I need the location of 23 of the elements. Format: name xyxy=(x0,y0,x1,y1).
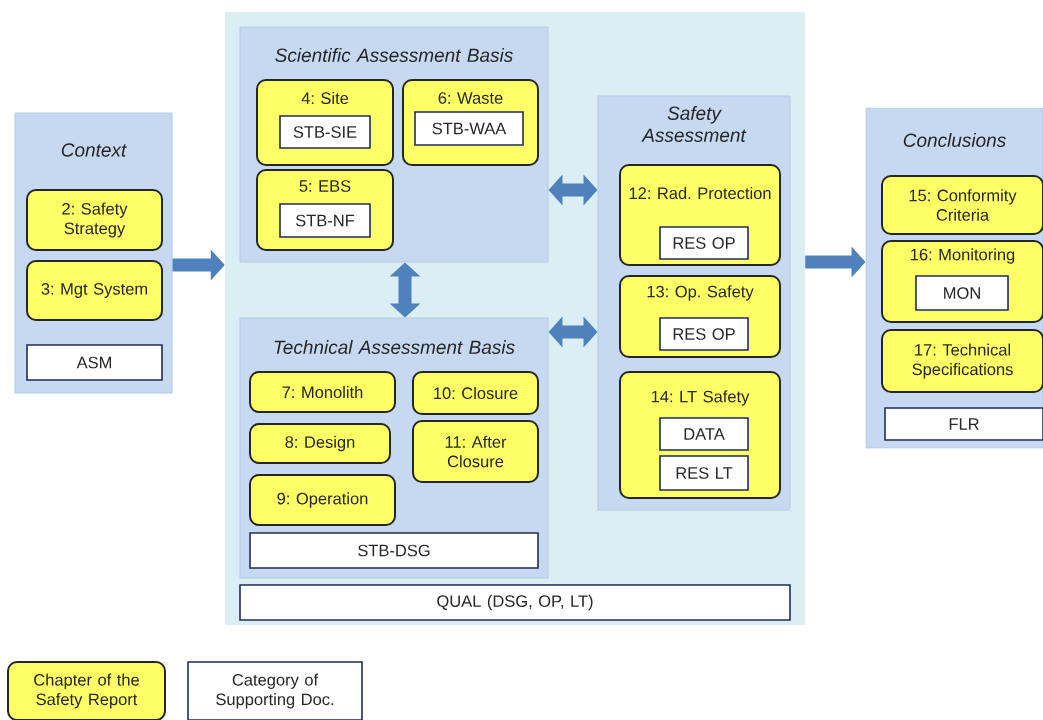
chapter-box: 8: Design xyxy=(249,423,391,464)
legend-item: Category of Supporting Doc. xyxy=(187,661,363,720)
document-box: MON xyxy=(915,275,1009,311)
document-box: RES OP xyxy=(659,317,749,351)
document-box: QUAL (DSG, OP, LT) xyxy=(239,584,791,621)
document-box: RES OP xyxy=(659,226,749,260)
document-box: DATA xyxy=(659,417,749,451)
document-box: RES LT xyxy=(659,455,749,491)
document-box: STB-SIE xyxy=(279,115,371,149)
chapter-box: 7: Monolith xyxy=(249,371,396,413)
chapter-box: 10: Closure xyxy=(412,371,539,415)
chapter-box: 15: Conformity Criteria xyxy=(881,175,1043,235)
document-box: FLR xyxy=(884,407,1043,441)
document-box: ASM xyxy=(26,344,163,381)
document-box: STB-DSG xyxy=(249,532,539,569)
chapter-box: 9: Operation xyxy=(249,474,396,526)
document-box: STB-NF xyxy=(279,203,371,238)
document-box: STB-WAA xyxy=(414,111,524,146)
chapter-box: 17: Technical Specifications xyxy=(881,329,1043,393)
chapter-box: 2: Safety Strategy xyxy=(26,189,163,251)
legend-item: Chapter of the Safety Report xyxy=(7,661,166,720)
chapter-box: 3: Mgt System xyxy=(26,260,163,321)
chapter-box: 11: After Closure xyxy=(412,420,539,483)
